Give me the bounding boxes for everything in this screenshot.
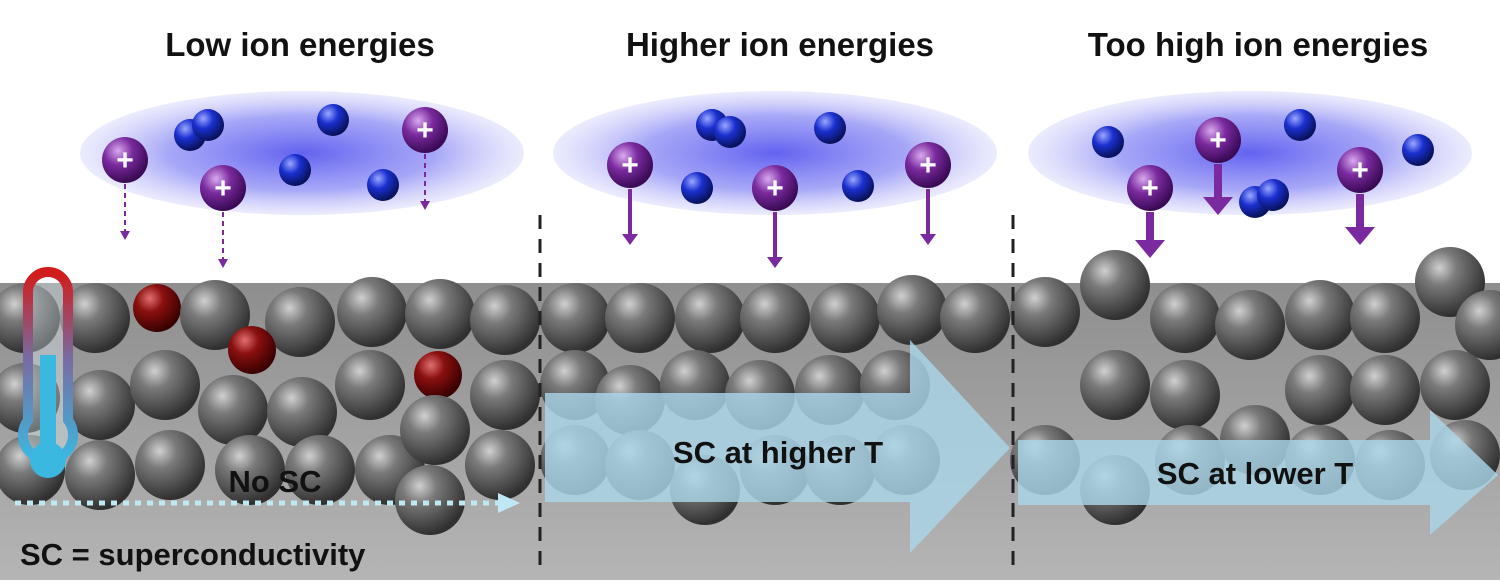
gray-atom-icon <box>1420 350 1490 420</box>
gray-atom-icon <box>400 395 470 465</box>
blue-particle-icon <box>1092 126 1124 158</box>
gray-atom-icon <box>180 280 250 350</box>
positive-ion-icon: + <box>102 137 148 240</box>
gray-atom-icon <box>540 283 610 353</box>
svg-text:+: + <box>1351 154 1369 187</box>
gray-atom-icon <box>605 283 675 353</box>
thermometer-icon <box>18 267 78 478</box>
svg-text:+: + <box>1209 124 1227 157</box>
positive-ion-icon: + <box>752 165 798 268</box>
label-sc-lower-t: SC at lower T <box>1157 456 1353 491</box>
positive-ion-icon: + <box>402 107 448 210</box>
gray-atom-icon <box>1010 277 1080 347</box>
panel-title-low: Low ion energies <box>165 26 435 63</box>
positive-ion-icon: + <box>1127 165 1173 258</box>
blue-particle-icon <box>1402 134 1434 166</box>
positive-ion-icon: + <box>607 142 653 245</box>
label-no-sc: No SC <box>229 464 322 499</box>
blue-particle-icon <box>842 170 874 202</box>
svg-text:+: + <box>1141 172 1159 205</box>
sc-arrow-lower-t <box>1018 410 1498 535</box>
svg-text:+: + <box>621 149 639 182</box>
gray-atom-icon <box>1285 355 1355 425</box>
gray-atom-icon <box>337 277 407 347</box>
gray-atom-icon <box>940 283 1010 353</box>
gray-atom-icon <box>1350 355 1420 425</box>
gray-atom-icon <box>395 465 465 535</box>
sc-arrows <box>15 340 1498 553</box>
gray-atom-icon <box>65 370 135 440</box>
svg-text:+: + <box>416 114 434 147</box>
gray-atom-icon <box>1285 280 1355 350</box>
svg-text:+: + <box>214 172 232 205</box>
svg-text:+: + <box>919 149 937 182</box>
gray-atom-icon <box>810 283 880 353</box>
positive-ion-icon: + <box>200 165 246 268</box>
gray-atom-icon <box>1350 283 1420 353</box>
gray-atom-icon <box>1150 283 1220 353</box>
blue-particle-icon <box>1257 179 1289 211</box>
gray-atom-icon <box>740 283 810 353</box>
blue-particle-icon <box>681 172 713 204</box>
gray-atom-icon <box>470 360 540 430</box>
svg-text:+: + <box>116 144 134 177</box>
gray-atom-icon <box>135 430 205 500</box>
gray-atom-icon <box>335 350 405 420</box>
label-sc-higher-t: SC at higher T <box>673 435 883 470</box>
gray-atom-icon <box>1215 290 1285 360</box>
gray-atom-icon <box>470 285 540 355</box>
blue-particle-icon <box>1284 109 1316 141</box>
gray-atom-icon <box>198 375 268 445</box>
svg-text:+: + <box>766 172 784 205</box>
red-defect-atom-icon <box>133 284 181 332</box>
sc-arrow-higher-t <box>545 340 1010 553</box>
panel-title-too-high: Too high ion energies <box>1088 26 1428 63</box>
blue-particle-icon <box>814 112 846 144</box>
panel-title-higher: Higher ion energies <box>626 26 934 63</box>
plasma-particles: + + + + + + + + + <box>102 104 1434 268</box>
gray-atom-icon <box>60 283 130 353</box>
red-defect-atom-icon <box>228 326 276 374</box>
footnote-definition: SC = superconductivity <box>20 537 366 572</box>
gray-atom-icon <box>130 350 200 420</box>
gray-atom-icon <box>1080 250 1150 320</box>
gray-atom-icon <box>65 440 135 510</box>
gray-atom-icon <box>465 430 535 500</box>
no-sc-arrow-head <box>498 493 520 513</box>
gray-atom-icon <box>675 283 745 353</box>
positive-ion-icon: + <box>1337 147 1383 245</box>
gray-atom-icon <box>265 287 335 357</box>
plasma-cloud-2 <box>553 91 997 215</box>
gray-atom-icon <box>215 435 285 505</box>
positive-ion-icon: + <box>905 142 951 245</box>
gray-atom-icon <box>1150 360 1220 430</box>
gray-atom-icon <box>405 279 475 349</box>
blue-particle-icon <box>367 169 399 201</box>
blue-particle-icon <box>192 109 224 141</box>
gray-atom-icon <box>267 377 337 447</box>
gray-atom-icon <box>1080 350 1150 420</box>
red-defect-atom-icon <box>414 351 462 399</box>
gray-atom-icon <box>877 275 947 345</box>
blue-particle-icon <box>317 104 349 136</box>
blue-particle-icon <box>714 116 746 148</box>
blue-particle-icon <box>279 154 311 186</box>
positive-ion-icon: + <box>1195 117 1241 215</box>
gray-atom-icon <box>285 435 355 505</box>
gray-atom-icon <box>1455 290 1500 360</box>
